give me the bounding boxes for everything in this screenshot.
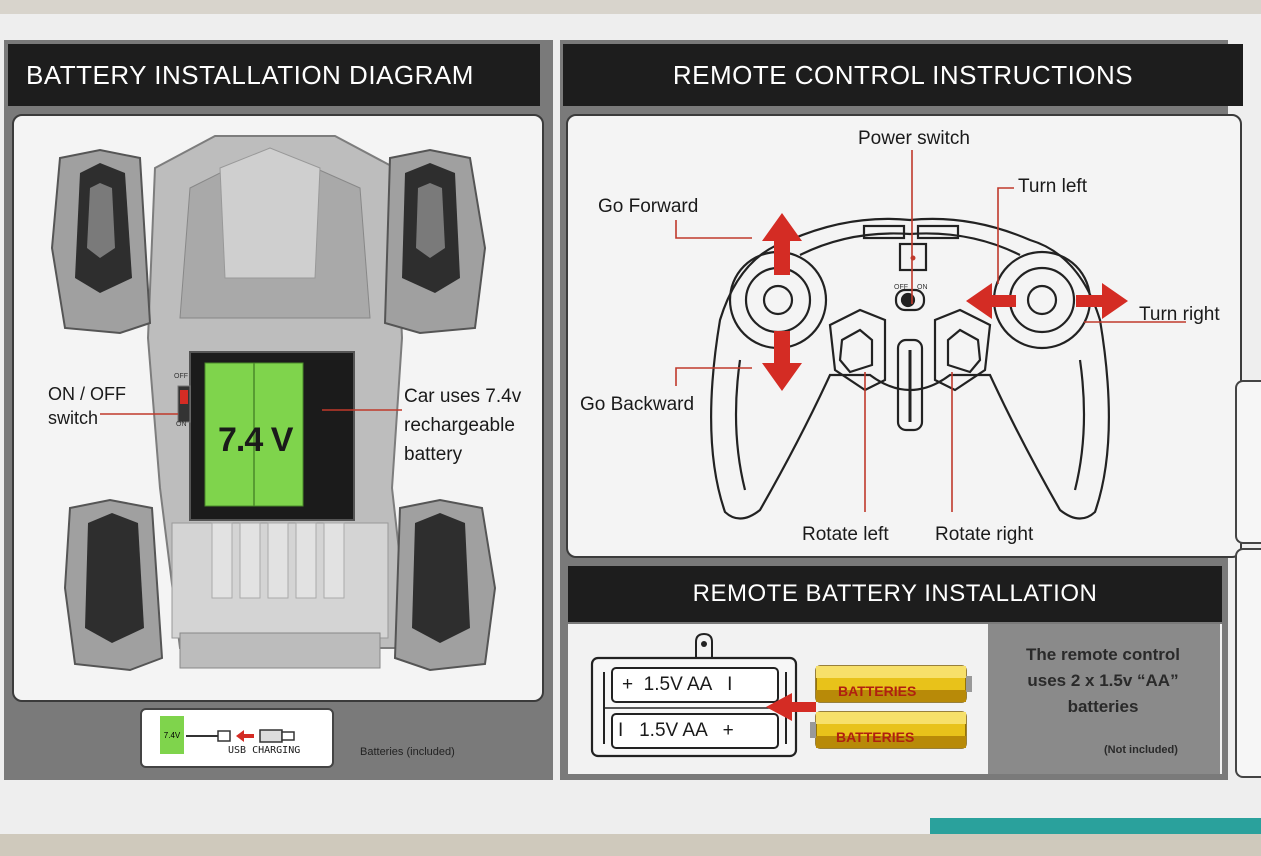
turn-right-label: Turn right [1139,304,1220,325]
backward-leader [675,367,752,386]
batteries-included-text: Batteries (included) [360,746,455,758]
car-battery-leader-line [322,409,402,411]
usb-battery-tag: 7.4V [160,716,184,754]
on-off-switch-label: ON / OFF switch [48,384,126,428]
forward-arrow [762,213,802,275]
wheel-front-right [383,148,487,335]
remote-switch-off-label: OFF [894,284,908,291]
remote-instructions-title: REMOTE CONTROL INSTRUCTIONS [563,44,1243,106]
car-switch-on-label: ON [176,421,187,428]
wheel-rear-left [63,498,164,672]
go-backward-label: Go Backward [580,394,695,415]
on-off-leader-line [100,413,178,415]
turn-left-arrow [966,283,1016,319]
usb-charging-text: USB CHARGING [228,745,301,756]
battery-cell-top-label: + 1.5V AA I [622,674,733,695]
direction-arrows [762,213,1128,391]
battery-brand-top: BATTERIES [838,683,917,699]
rotate-left-label: Rotate left [802,524,889,545]
battery-compartment-illustration [590,632,972,758]
remote-battery-note-panel [988,624,1220,774]
remote-diagram-panel [566,114,1242,558]
remote-switch-on-label: ON [917,284,928,291]
aa-battery-top [815,665,972,703]
battery-brand-bottom: BATTERIES [836,729,915,745]
power-switch-label: Power switch [858,128,970,149]
battery-voltage-label: 7.4 V [218,421,293,459]
not-included-text: (Not included) [1104,744,1178,756]
turn-left-leader [997,187,1014,284]
wheel-front-left [50,148,152,335]
forward-leader [675,220,752,239]
usb-cable-icon [186,729,295,743]
rotate-right-label: Rotate right [935,524,1034,545]
car-illustration [50,135,497,672]
backward-arrow [762,331,802,391]
go-forward-label: Go Forward [598,196,699,217]
aa-battery-bottom [810,711,967,749]
wheel-rear-right [393,498,497,672]
right-edge-panel-lower [1235,548,1261,778]
turn-left-label: Turn left [1018,176,1087,197]
table-surface [0,834,1261,856]
turn-right-arrow [1076,283,1128,319]
teal-stripe [930,818,1261,834]
car-battery-text: Car uses 7.4v rechargeable battery [404,386,522,465]
car-switch-off-label: OFF [174,373,188,380]
remote-battery-note: The remote control uses 2 x 1.5v “AA” ba… [1026,645,1180,716]
battery-cell-bottom-label: I 1.5V AA + [618,720,734,741]
remote-battery-title: REMOTE BATTERY INSTALLATION [568,566,1222,622]
right-edge-panel-upper [1235,380,1261,544]
remote-leader-lines [675,150,1186,512]
battery-installation-title: BATTERY INSTALLATION DIAGRAM [8,44,540,106]
